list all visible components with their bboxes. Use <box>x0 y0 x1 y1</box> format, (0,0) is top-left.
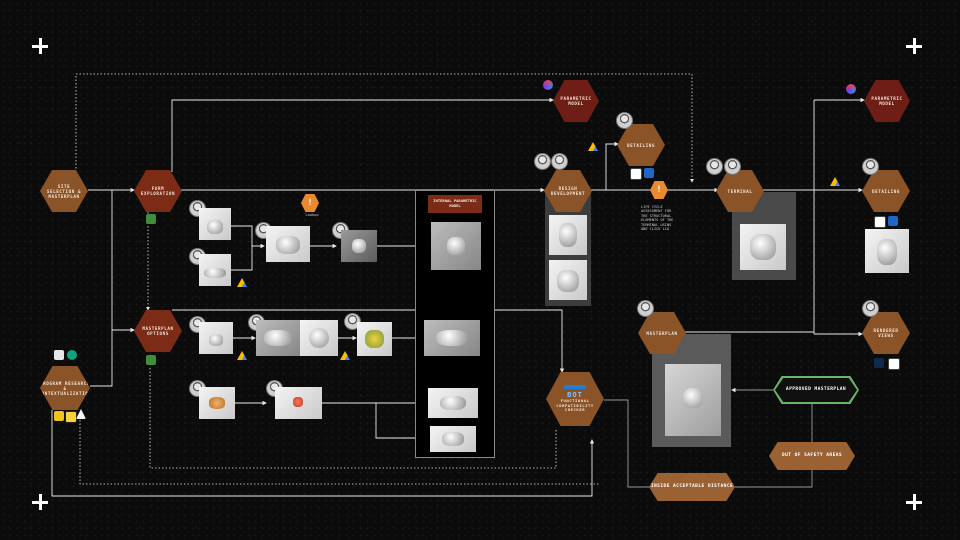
decision-out-of-safety[interactable]: OUT OF SAFETY AREAS <box>769 442 855 470</box>
masterplan-thumbnail <box>199 322 233 354</box>
google-drive-icon <box>340 351 350 360</box>
plus-icon <box>32 38 48 54</box>
masterplan-thumbnail <box>357 322 392 356</box>
team-member-avatar <box>637 300 654 317</box>
bot-title: BOT <box>567 391 583 400</box>
chatgpt-icon <box>67 350 77 360</box>
design-development-thumbnail <box>549 215 587 255</box>
arrow-up-icon <box>76 409 86 419</box>
warning-icon: ! <box>301 194 319 212</box>
node-site-selection[interactable]: SITE SELECTION & MASTERPLAN <box>40 170 88 212</box>
team-member-avatar <box>534 153 551 170</box>
google-drive-icon <box>830 177 840 186</box>
google-drive-icon <box>237 351 247 360</box>
form-study-thumbnail <box>199 254 231 286</box>
grasshopper-icon <box>146 355 156 365</box>
masterplan-thumbnail <box>199 387 235 419</box>
figma-icon <box>543 80 553 90</box>
miro-icon <box>65 411 77 423</box>
team-member-avatar <box>862 300 879 317</box>
grasshopper-icon <box>146 214 156 224</box>
plus-icon <box>906 494 922 510</box>
team-member-avatar <box>616 112 633 129</box>
internal-parametric-label: INTERNAL PARAMETRIC MODEL <box>428 195 482 213</box>
bot-logo-icon <box>564 385 586 390</box>
node-detailing-1[interactable]: DETAILING <box>617 124 665 166</box>
form-study-thumbnail <box>199 208 231 240</box>
internal-model-thumbnail <box>428 388 478 418</box>
masterplan-thumbnail <box>300 320 338 356</box>
plus-icon <box>32 494 48 510</box>
revit-icon <box>644 168 654 178</box>
team-member-avatar <box>344 313 361 330</box>
internal-model-thumbnail <box>424 320 480 356</box>
node-masterplan-options[interactable]: MASTERPLAN OPTIONS <box>134 310 182 352</box>
node-parametric-model-1[interactable]: PARAMETRIC MODEL <box>553 80 599 122</box>
google-drive-icon <box>237 278 247 287</box>
node-rendered-views[interactable]: RENDERED VIEWS <box>862 312 910 354</box>
team-member-avatar <box>862 158 879 175</box>
decision-inside-acceptable[interactable]: INSIDE ACCEPTABLE DISTANCE <box>649 473 735 501</box>
terminal-thumbnail <box>740 224 786 270</box>
decision-approved-masterplan[interactable]: APPROVED MASTERPLAN <box>775 378 857 402</box>
google-drive-icon <box>588 142 598 151</box>
internal-model-thumbnail <box>430 426 476 452</box>
lca-note: LIFE CYCLE ASSESSMENT FOR THE STRUCTURAL… <box>641 205 674 232</box>
rhino-icon <box>630 168 642 180</box>
masterplan-site-thumbnail <box>665 364 721 436</box>
figma-icon <box>846 84 856 94</box>
masterplan-thumbnail <box>256 320 300 356</box>
form-study-thumbnail <box>266 226 310 262</box>
vray-icon <box>888 358 900 370</box>
node-form-exploration[interactable]: FORM EXPLORATION <box>134 170 182 212</box>
notes-icon <box>54 411 64 421</box>
revit-icon <box>888 216 898 226</box>
node-program-research[interactable]: PROGRAM RESEARCH & CONTEXTUALIZATION <box>40 366 90 410</box>
rhino-icon <box>874 216 886 228</box>
internal-model-thumbnail <box>431 222 481 270</box>
design-development-thumbnail <box>549 260 587 300</box>
node-design-development[interactable]: DESIGN DEVELOPMENT <box>544 170 592 212</box>
photoshop-icon <box>874 358 884 368</box>
bot-subtitle: FUNCTIONAL COMPATIBILITY CHECKER <box>556 398 594 413</box>
node-detailing-2[interactable]: DETAILING <box>862 170 910 212</box>
form-study-thumbnail <box>341 230 377 262</box>
warning-icon: ! <box>650 181 668 199</box>
detailing-thumbnail <box>865 229 909 273</box>
node-masterplan[interactable]: MASTERPLAN <box>638 312 686 354</box>
node-bot[interactable]: BOT FUNCTIONAL COMPATIBILITY CHECKER <box>546 372 604 426</box>
node-parametric-model-2[interactable]: PARAMETRIC MODEL <box>864 80 910 122</box>
plus-icon <box>906 38 922 54</box>
team-member-avatar <box>724 158 741 175</box>
lookup-label: Lookup <box>305 213 319 217</box>
node-terminal[interactable]: TERMINAL <box>716 170 764 212</box>
document-icon <box>54 350 64 360</box>
masterplan-thumbnail <box>275 387 322 419</box>
team-member-avatar <box>706 158 723 175</box>
team-member-avatar <box>551 153 568 170</box>
